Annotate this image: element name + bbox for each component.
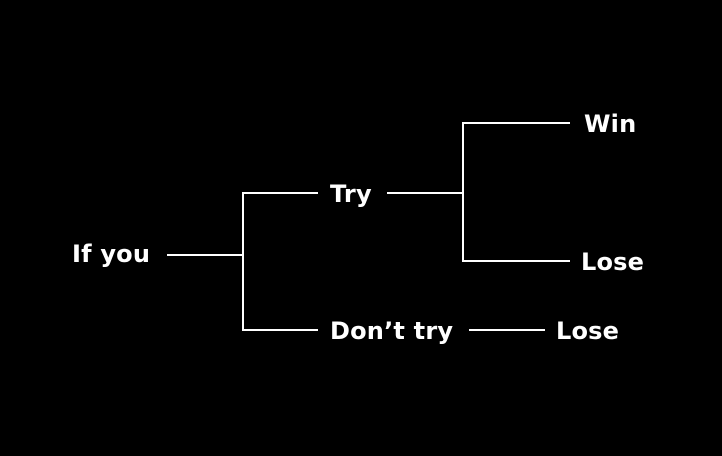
node-if-you: If you: [72, 240, 151, 268]
node-dont-try-lose: Lose: [556, 317, 620, 345]
node-try-lose: Lose: [581, 248, 645, 276]
node-dont-try: Don’t try: [330, 317, 454, 345]
node-try: Try: [330, 180, 372, 208]
node-try-win: Win: [584, 110, 637, 138]
